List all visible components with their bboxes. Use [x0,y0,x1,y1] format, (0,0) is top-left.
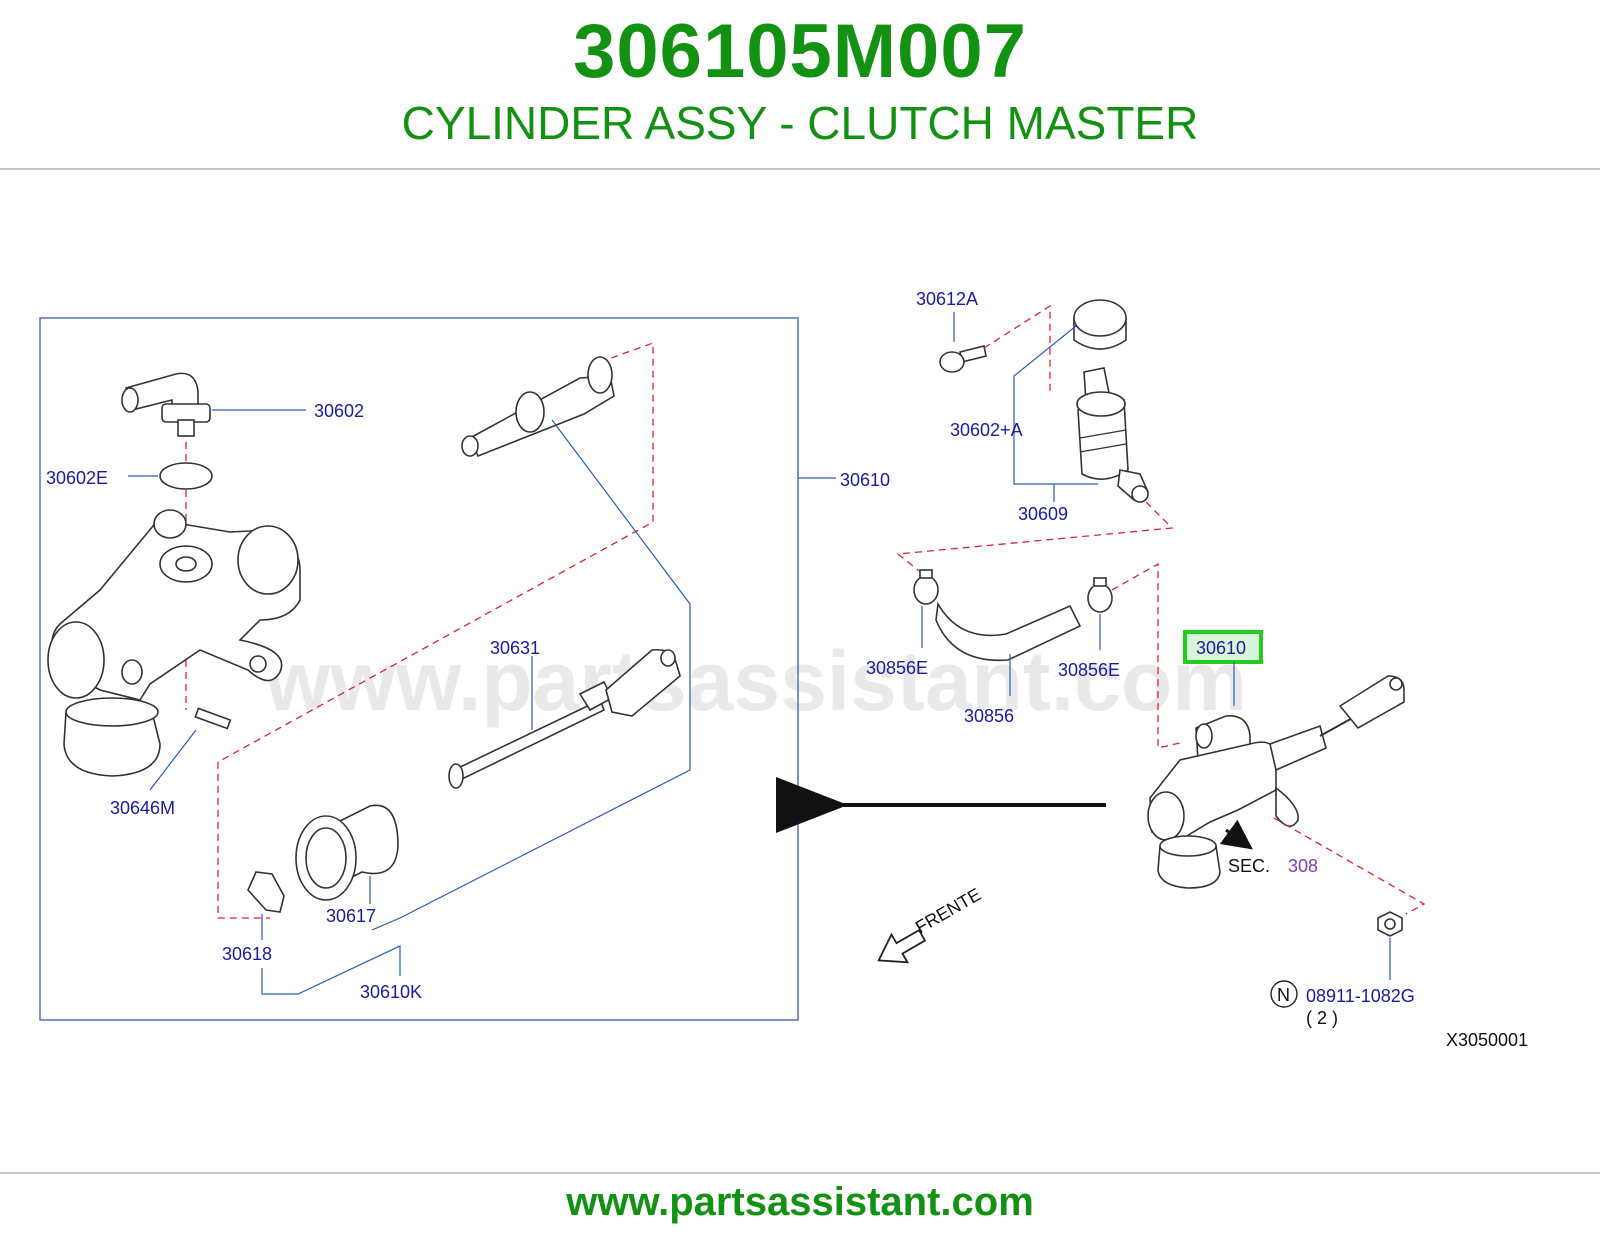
pin-part[interactable] [194,707,232,730]
boot-part[interactable] [295,804,399,901]
section-link[interactable]: 308 [1288,856,1318,876]
callout-30602E[interactable]: 30602E [46,468,108,488]
elbow-fitting-part[interactable] [121,372,211,437]
callout-30612A[interactable]: 30612A [916,289,978,309]
callout-30856[interactable]: 30856 [964,706,1014,726]
callout-08911-1082G[interactable]: 08911-1082G [1306,986,1415,1006]
o-ring-part[interactable] [159,462,213,490]
highlighted-part-box[interactable] [1183,630,1263,664]
header-divider [0,168,1600,170]
assembled-cylinder-part[interactable] [1147,675,1405,889]
watermark: www.partsassistant.com [264,634,1247,728]
note-marker: N [1277,985,1290,1005]
nut-part[interactable] [1377,911,1403,937]
callout-30856E-left[interactable]: 30856E [866,658,928,678]
callout-30856E-right[interactable]: 30856E [1058,660,1120,680]
cylinder-body-part[interactable] [47,509,301,777]
section-prefix: SEC. [1228,856,1270,876]
screw-part[interactable] [939,345,987,373]
note-quantity: ( 2 ) [1306,1008,1338,1028]
callout-30610-right[interactable]: 30610 [1196,638,1246,658]
callout-30602[interactable]: 30602 [314,401,364,421]
page-title: 306105M007 [573,9,1027,94]
reservoir-cap-part[interactable] [1073,299,1127,350]
front-direction-arrow [877,928,927,964]
stopper-part[interactable] [247,871,285,913]
callout-30618[interactable]: 30618 [222,944,272,964]
callout-30646M[interactable]: 30646M [110,798,175,818]
hose-clamp-right-part[interactable] [1087,577,1113,613]
callout-30631[interactable]: 30631 [490,638,540,658]
piston-part[interactable] [461,356,615,458]
exploded-view-frame [39,317,799,1021]
reservoir-tank-part[interactable] [1076,367,1150,503]
callout-30610-left[interactable]: 30610 [840,470,890,490]
footer-divider [0,1172,1600,1174]
hose-clamp-left-part[interactable] [913,569,939,605]
note-marker-circle [1270,980,1298,1008]
hose-part[interactable] [935,601,1082,662]
callout-30610K[interactable]: 30610K [360,982,422,1002]
diagram-code: X3050001 [1446,1030,1528,1050]
front-label: FRENTE [912,884,984,937]
section-arrow [1219,819,1253,850]
callout-30602-A[interactable]: 30602+A [950,420,1023,440]
push-rod-part[interactable] [448,648,681,789]
assembly-dashed-outline [217,342,654,919]
page-subtitle: CYLINDER ASSY - CLUTCH MASTER [401,97,1199,149]
callout-30609[interactable]: 30609 [1018,504,1068,524]
footer-url[interactable]: www.partsassistant.com [566,1180,1034,1224]
callout-30617[interactable]: 30617 [326,906,376,926]
